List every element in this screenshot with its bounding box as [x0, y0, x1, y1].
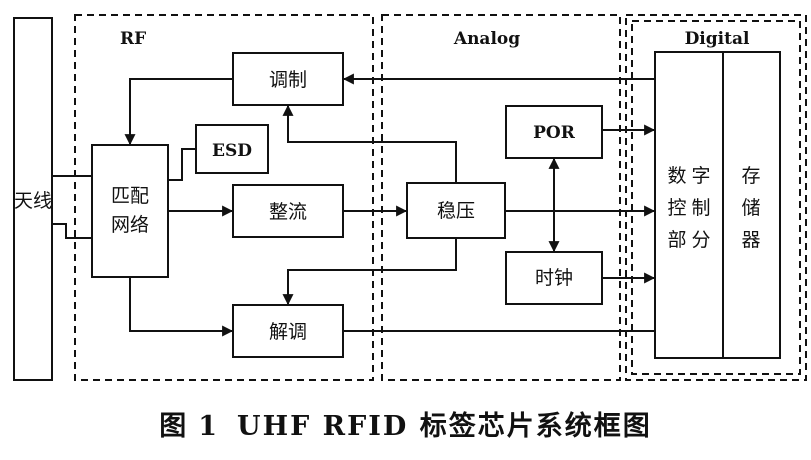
- memory-char-2: 储: [741, 197, 760, 219]
- modulation-label: 调制: [269, 69, 307, 91]
- digital-control-char-4: 制: [691, 197, 710, 219]
- regulator-label: 稳压: [437, 200, 475, 222]
- por-label: POR: [533, 123, 576, 143]
- digital-control-block: [654, 51, 724, 359]
- matching-network-block: [91, 144, 169, 278]
- caption-figure-number: 1: [198, 411, 220, 442]
- esd-label: ESD: [212, 141, 252, 161]
- wire-antenna-to-matching-bottom: [52, 223, 92, 239]
- digital-zone-inner: [631, 20, 801, 375]
- digital-control-char-2: 字: [691, 165, 710, 187]
- wire-regulator-to-modulation: [282, 104, 457, 183]
- matching-network-label-line2: 网络: [111, 214, 149, 236]
- digital-zone-title: Digital: [685, 29, 750, 49]
- demodulation-label: 解调: [269, 321, 307, 343]
- digital-control-char-5: 部: [667, 229, 686, 251]
- wire-matching-to-demodulation: [129, 277, 234, 337]
- rf-zone-title: RF: [120, 29, 146, 49]
- rectifier-label: 整流: [269, 201, 307, 223]
- analog-zone-title: Analog: [453, 29, 520, 49]
- block-diagram: RF Analog Digital 天线 匹配 网络 调制 ESD 整流 解调 …: [13, 14, 807, 381]
- analog-zone: [381, 14, 621, 381]
- wire-regulator-to-demodulation: [282, 238, 457, 306]
- memory-char-1: 存: [741, 165, 760, 187]
- caption-title: UHF RFID 标签芯片系统框图: [237, 411, 652, 442]
- wire-modulation-to-matching: [124, 78, 233, 146]
- caption-figure-label: 图: [159, 411, 189, 442]
- rf-zone: [74, 14, 374, 381]
- antenna-block: [13, 17, 53, 381]
- digital-control-char-6: 分: [691, 229, 710, 251]
- esd-block: [195, 124, 269, 174]
- wire-matching-to-esd: [168, 148, 196, 181]
- antenna-label: 天线: [14, 190, 52, 212]
- memory-block: [722, 51, 781, 359]
- por-block: [505, 105, 603, 159]
- clock-label: 时钟: [535, 267, 573, 289]
- digital-control-char-1: 数: [667, 165, 686, 187]
- digital-zone-outer: [625, 14, 807, 381]
- matching-network-label-line1: 匹配: [111, 185, 149, 207]
- memory-char-3: 器: [741, 229, 760, 251]
- digital-control-char-3: 控: [667, 197, 686, 219]
